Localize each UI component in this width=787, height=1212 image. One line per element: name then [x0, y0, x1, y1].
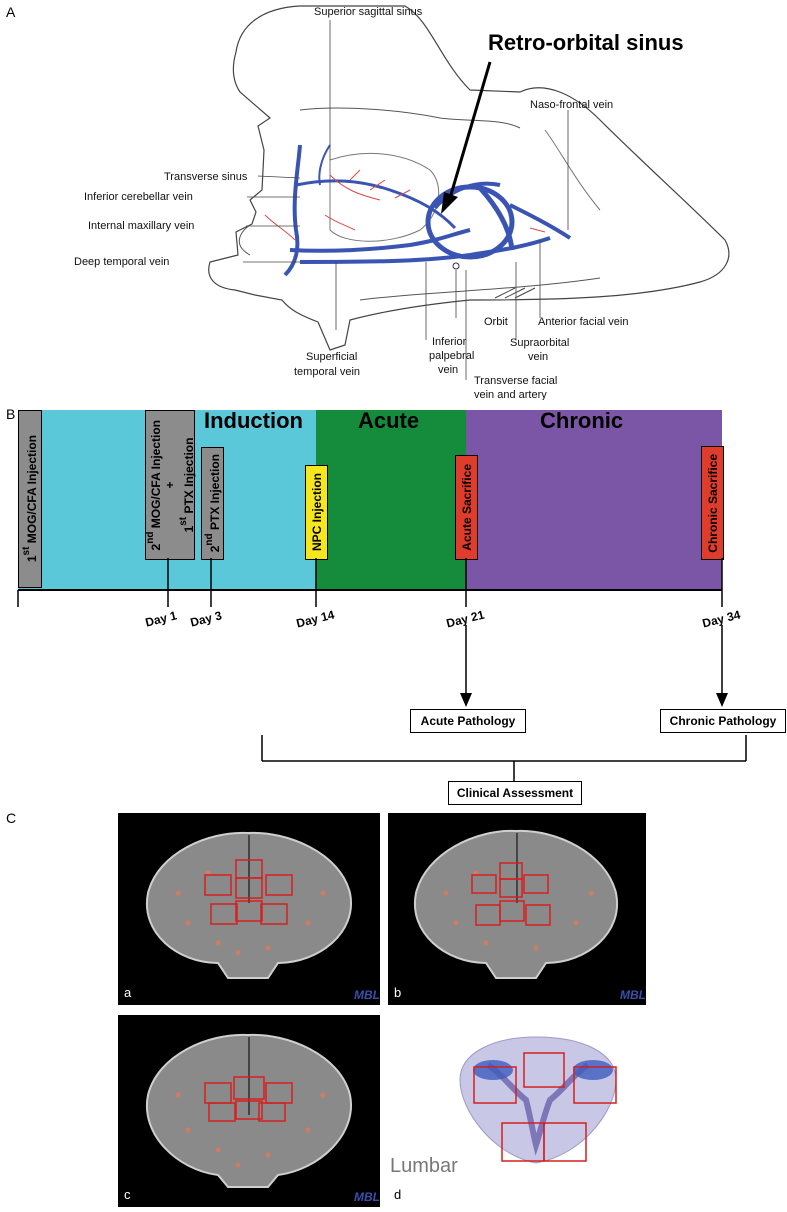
logo-mbl-a: MBL: [354, 988, 380, 1002]
label-inferior-cerebellar-vein: Inferior cerebellar vein: [84, 191, 193, 203]
event-acute-sacrifice: Acute Sacrifice: [455, 455, 478, 560]
panel-letter-a: A: [6, 4, 16, 20]
label-inferior-palpebral-2: palpebral: [429, 350, 474, 362]
label-transverse-facial-2: vein and artery: [474, 389, 547, 400]
brain-section-b: MBL b: [388, 813, 646, 1005]
retro-orbital-sinus-title: Retro-orbital sinus: [488, 30, 684, 55]
logo-mbl-c: MBL: [354, 1190, 380, 1204]
event-chronic-sacrifice: Chronic Sacrifice: [701, 446, 724, 560]
lumbar-label: Lumbar: [390, 1155, 458, 1177]
event-npc-injection: NPC Injection: [305, 465, 328, 560]
phase-label-induction: Induction: [204, 408, 303, 433]
event-second-ptx-injection: 2nd PTX Injection: [201, 447, 224, 560]
label-supraorbital-2: vein: [528, 351, 548, 363]
outcome-clinical-assessment: Clinical Assessment: [448, 781, 582, 805]
spinal-cord-section-d: Lumbar d: [388, 1015, 646, 1207]
skull-outline: [208, 5, 730, 351]
phase-chronic-band: [466, 410, 722, 590]
label-supraorbital-1: Supraorbital: [510, 337, 569, 349]
event-second-mog-first-ptx: 2nd MOG/CFA Injection + 1st PTX Injectio…: [145, 410, 196, 560]
phase-label-acute: Acute: [358, 408, 420, 433]
panel-letter-c: C: [6, 810, 17, 826]
label-inferior-palpebral-1: Inferior: [432, 336, 467, 348]
label-orbit: Orbit: [484, 316, 508, 328]
skull-venous-diagram: Superior sagittal sinus Retro-orbital si…: [74, 5, 730, 400]
artery-network: [264, 169, 546, 241]
label-naso-frontal-vein: Naso-frontal vein: [530, 99, 613, 111]
sublabel-a: a: [124, 985, 132, 1000]
brain-section-c: MBL c: [118, 1015, 380, 1207]
outcome-acute-pathology: Acute Pathology: [410, 709, 526, 733]
timeline-axis: [17, 558, 747, 781]
label-superior-sagittal-sinus: Superior sagittal sinus: [314, 6, 423, 18]
brain-section-a: MBL a: [118, 813, 380, 1005]
sublabel-c: c: [124, 1187, 131, 1202]
label-internal-maxillary-vein: Internal maxillary vein: [88, 220, 194, 232]
panel-letter-b: B: [6, 406, 16, 422]
sublabel-b: b: [394, 985, 402, 1000]
label-anterior-facial-vein: Anterior facial vein: [538, 316, 629, 328]
label-superficial-temporal-2: temporal vein: [294, 366, 360, 378]
label-transverse-facial-1: Transverse facial: [474, 375, 557, 387]
event-first-mog-injection: 1st MOG/CFA Injection: [18, 410, 42, 588]
label-inferior-palpebral-3: vein: [438, 364, 458, 376]
phase-acute-band: [316, 410, 466, 590]
vein-network: [283, 144, 572, 277]
label-superficial-temporal-1: Superficial: [306, 351, 357, 363]
phase-label-chronic: Chronic: [540, 408, 624, 433]
outcome-chronic-pathology: Chronic Pathology: [660, 709, 786, 733]
logo-mbl-b: MBL: [620, 988, 646, 1002]
label-deep-temporal-vein: Deep temporal vein: [74, 256, 169, 268]
label-transverse-sinus: Transverse sinus: [164, 171, 248, 183]
sublabel-d: d: [394, 1187, 402, 1202]
